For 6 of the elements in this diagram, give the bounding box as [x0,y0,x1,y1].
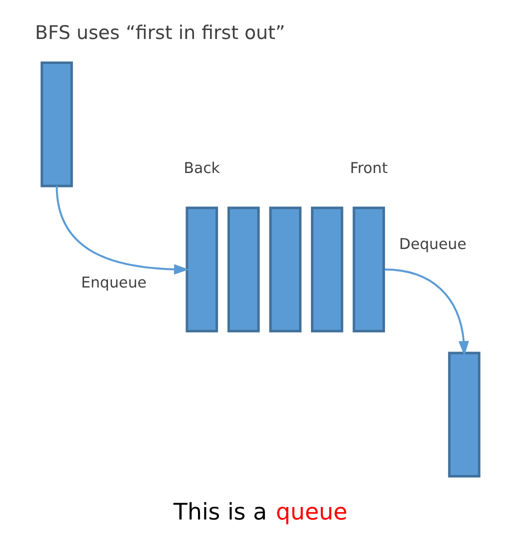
diagram-title: BFS uses “first in first out” [34,22,285,44]
edge-label: Enqueue [80,273,146,292]
label: Front [350,159,388,178]
label: Back [183,159,220,178]
caption: This is a queue [173,499,347,526]
edge-label: Dequeue [398,234,466,253]
